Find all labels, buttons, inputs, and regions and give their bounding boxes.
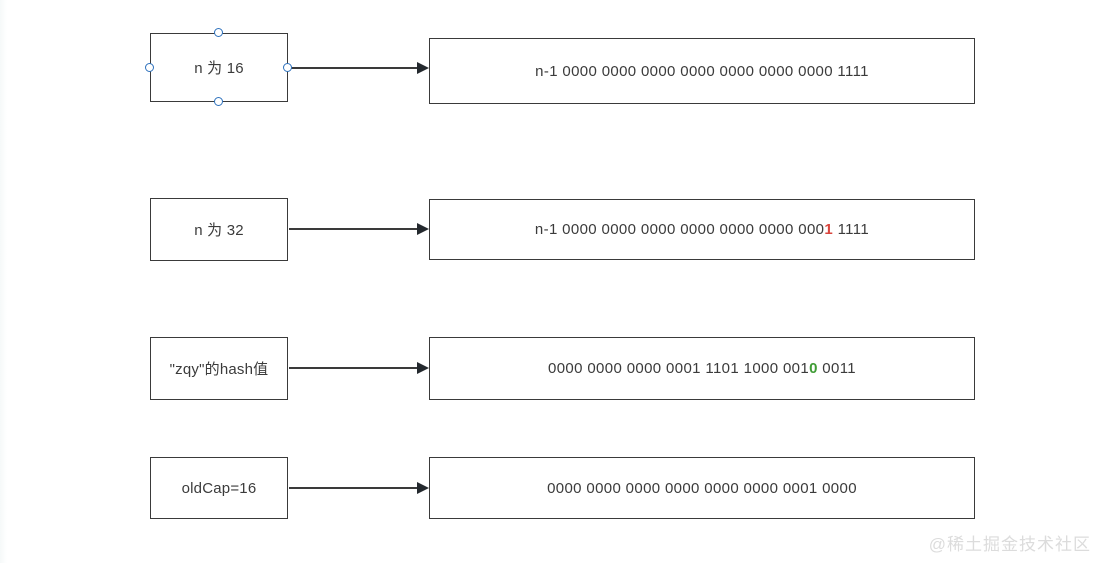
- arrow-line: [289, 367, 418, 369]
- selection-handle-left[interactable]: [145, 63, 154, 72]
- arrow-head-icon: [417, 62, 429, 74]
- binary-prefix: n-1: [534, 221, 563, 238]
- arrow-head-icon: [417, 482, 429, 494]
- left-box-oldcap-16[interactable]: oldCap=16: [150, 457, 288, 519]
- highlighted-bit: 0: [809, 360, 818, 377]
- arrow-n-32: [289, 223, 429, 235]
- arrow-line: [289, 67, 418, 69]
- left-box-n-32[interactable]: n 为 32: [150, 198, 288, 261]
- left-box-label: oldCap=16: [181, 479, 257, 497]
- left-box-label: n 为 32: [194, 222, 244, 239]
- right-box-oldcap-16[interactable]: 0000 0000 0000 0000 0000 0000 0001 0000: [429, 457, 975, 519]
- watermark: @稀土掘金技术社区: [928, 535, 1091, 554]
- right-box-binary: 0000 0000 0000 0000 0000 0000 0001 0000: [547, 479, 857, 497]
- arrow-head-icon: [417, 362, 429, 374]
- left-box-zqy-hash[interactable]: "zqy"的hash值: [150, 337, 288, 400]
- arrow-n-16: [289, 62, 429, 74]
- right-box-binary: n-1 0000 0000 0000 0000 0000 0000 0001 1…: [535, 221, 869, 238]
- arrow-oldcap-16: [289, 482, 429, 494]
- highlighted-bit: 1: [824, 221, 834, 238]
- selection-handle-top[interactable]: [214, 28, 223, 37]
- binary-groups: 0000 0000 0000 0000 0000 0000 0001 1111: [562, 221, 870, 238]
- selection-handle-bottom[interactable]: [214, 97, 223, 106]
- right-box-binary: n-1 0000 0000 0000 0000 0000 0000 0000 1…: [535, 62, 869, 80]
- page-edge-strip: [0, 0, 7, 563]
- left-box-label: n 为 16: [194, 60, 244, 77]
- arrow-zqy-hash: [289, 362, 429, 374]
- right-box-binary: 0000 0000 0000 0001 1101 1000 0010 0011: [548, 360, 856, 377]
- binary-groups: 0000 0000 0000 0001 1101 1000 0010 0011: [548, 360, 856, 377]
- arrow-head-icon: [417, 223, 429, 235]
- left-box-n-16[interactable]: n 为 16: [150, 33, 288, 102]
- right-box-n-16[interactable]: n-1 0000 0000 0000 0000 0000 0000 0000 1…: [429, 38, 975, 104]
- arrow-line: [289, 228, 418, 230]
- right-box-zqy-hash[interactable]: 0000 0000 0000 0001 1101 1000 0010 0011: [429, 337, 975, 400]
- right-box-n-32[interactable]: n-1 0000 0000 0000 0000 0000 0000 0001 1…: [429, 199, 975, 260]
- left-box-label: "zqy"的hash值: [169, 361, 269, 378]
- arrow-line: [289, 487, 418, 489]
- selection-handle-right[interactable]: [283, 63, 292, 72]
